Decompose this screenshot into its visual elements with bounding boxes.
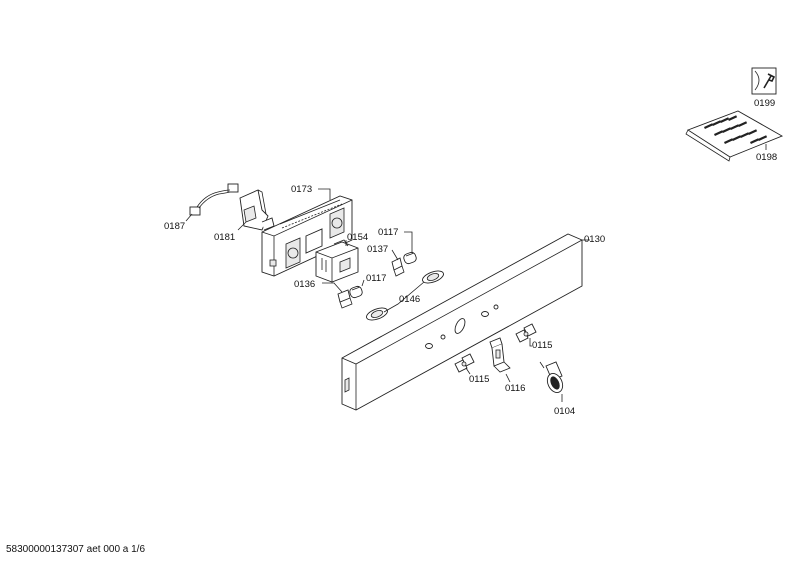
knob-bezel-part-lower [366, 307, 388, 321]
control-panel-part [341, 233, 583, 411]
spring-clip-part-right [515, 323, 537, 343]
knob-bezel-part-upper [422, 270, 444, 284]
part-label-0154: 0154 [347, 232, 368, 243]
part-label-0136: 0136 [294, 279, 315, 290]
control-knob-part [539, 361, 564, 393]
clip-part [337, 289, 353, 309]
shaft-bracket-part [489, 337, 511, 373]
part-label-0173: 0173 [291, 184, 312, 195]
part-label-0198: 0198 [756, 152, 777, 163]
part-label-0115-left: 0115 [469, 374, 489, 385]
cable-harness-part [189, 183, 239, 216]
switch-block-part [315, 239, 359, 283]
part-label-0104: 0104 [554, 406, 575, 417]
control-module-part [261, 195, 353, 277]
part-label-0117-lower: 0117 [366, 273, 386, 284]
part-label-0146: 0146 [399, 294, 420, 305]
part-label-0115-right: 0115 [532, 340, 552, 351]
screw-kit-icon [685, 110, 784, 162]
lamp-holder-part [391, 257, 405, 277]
part-label-0137: 0137 [367, 244, 388, 255]
part-label-0116: 0116 [505, 383, 525, 394]
part-label-0199: 0199 [754, 98, 775, 109]
switch-bracket-part [239, 189, 275, 231]
part-label-0181: 0181 [214, 232, 235, 243]
wrench-icon [751, 67, 777, 95]
part-label-0117-upper: 0117 [378, 227, 398, 238]
spring-clip-part-left [454, 353, 475, 373]
indicator-lens-part-a [403, 251, 417, 265]
part-label-0187: 0187 [164, 221, 185, 232]
indicator-lens-part-b [349, 285, 363, 299]
document-footer: 58300000137307 aet 000 a 1/6 [6, 544, 146, 555]
part-label-0130: 0130 [584, 234, 605, 245]
